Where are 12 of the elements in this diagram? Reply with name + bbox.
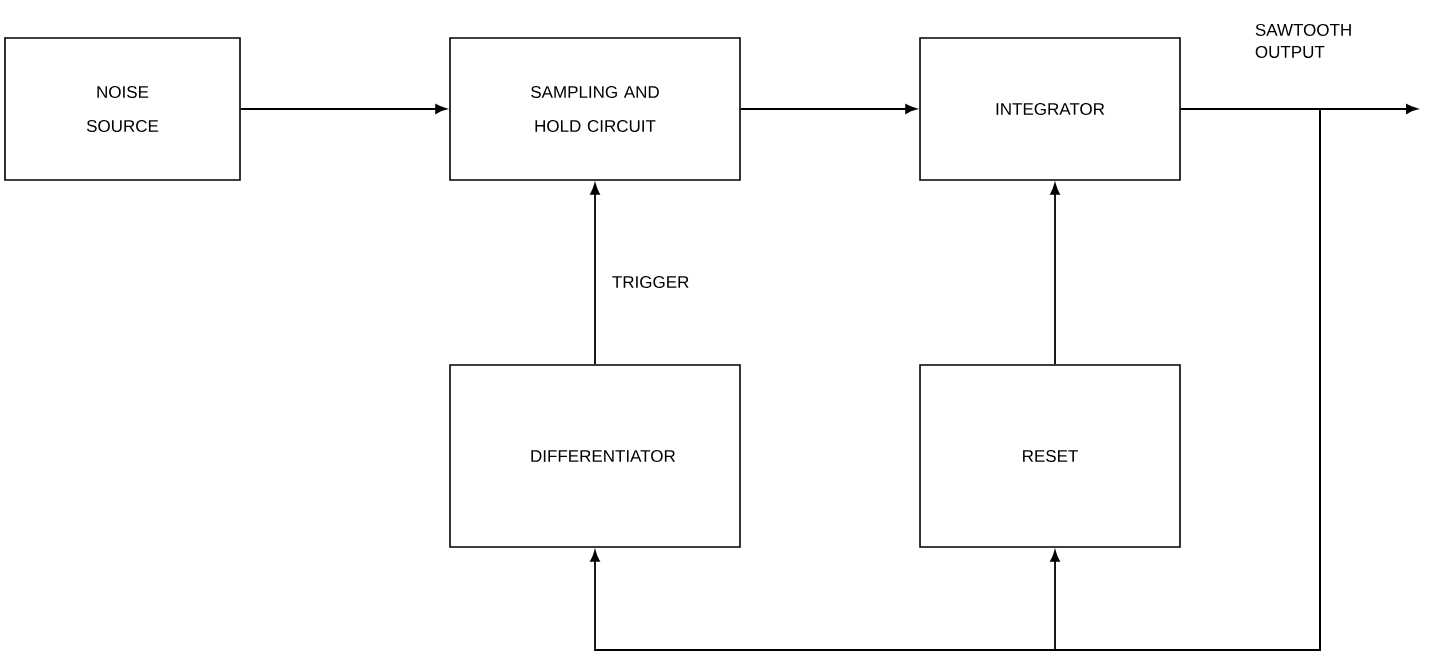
block-box: SAMPLING AND HOLD CIRCUIT <box>449 37 741 181</box>
arrow <box>1050 108 1321 651</box>
edge-label: SAWTOOTH OUTPUT <box>1255 23 1351 58</box>
block-box: INTEGRATOR <box>919 37 1181 181</box>
arrow <box>239 104 447 114</box>
block-box: RESET <box>919 364 1181 548</box>
block-box: NOISE SOURCE <box>4 37 241 181</box>
edge-label: TRIGGER <box>612 276 689 288</box>
block-box: DIFFERENTIATOR <box>449 364 741 548</box>
arrow <box>1050 183 1060 366</box>
arrow <box>739 104 917 114</box>
arrow <box>590 183 600 366</box>
